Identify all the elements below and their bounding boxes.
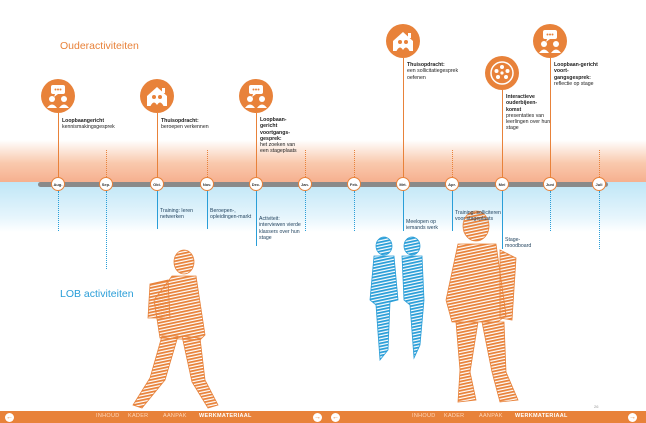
- silhouette-right: [445, 210, 519, 403]
- lob-activity-text: Meelopen op iemands werk: [406, 219, 439, 232]
- connector: [305, 150, 306, 177]
- lob-activity-text: Stage-moodboard: [505, 237, 532, 250]
- lob-heading: LOB activiteiten: [60, 288, 134, 300]
- connector: [106, 150, 107, 177]
- lob-activity-text: Activiteit: interviewen vierde klassers …: [259, 216, 301, 241]
- parent-activity-text: Loopbaan-gericht voort-gangsgesprek:refl…: [554, 62, 598, 87]
- month-marker: Mei: [495, 177, 509, 191]
- month-marker: Aug.: [51, 177, 65, 191]
- chat-people-icon: [533, 24, 567, 58]
- month-marker: Nov.: [200, 177, 214, 191]
- connector: [502, 191, 503, 249]
- connector: [550, 58, 551, 177]
- nav-werkmateriaal[interactable]: WERKMATERIAAL: [199, 413, 252, 419]
- lob-activity-text: Beroepen-, opleidingen-markt: [210, 208, 252, 221]
- nav-kader[interactable]: KADER: [444, 413, 465, 419]
- month-marker: Apr.: [445, 177, 459, 191]
- nav-kader[interactable]: KADER: [128, 413, 149, 419]
- month-marker: Mrt.: [396, 177, 410, 191]
- month-marker: Sep.: [99, 177, 113, 191]
- connector: [403, 58, 404, 177]
- connector: [403, 191, 404, 231]
- lob-activity-text: Training: solliciteren voor stageplaats: [455, 210, 501, 223]
- nav-inhoud[interactable]: INHOUD: [412, 413, 436, 419]
- connector: [256, 113, 257, 177]
- connector: [58, 191, 59, 231]
- page-number: 26: [594, 404, 599, 409]
- connector: [599, 191, 600, 249]
- nav-aanpak[interactable]: AANPAK: [479, 413, 503, 419]
- parent-activity-text: Thuisopdracht:beroepen verkennen: [161, 118, 209, 131]
- house-family-icon: [386, 24, 420, 58]
- connector: [599, 150, 600, 177]
- parent-activity-text: Thuisopdracht:een sollicitatiegesprek oe…: [407, 62, 459, 81]
- nav-aanpak[interactable]: AANPAK: [163, 413, 187, 419]
- next-arrow-icon[interactable]: →: [628, 412, 637, 422]
- connector: [354, 150, 355, 177]
- connector: [207, 191, 208, 229]
- connector: [157, 191, 158, 229]
- prev-arrow-icon[interactable]: ←: [331, 412, 340, 422]
- connector: [157, 113, 158, 177]
- month-marker: Feb.: [347, 177, 361, 191]
- connector: [58, 113, 59, 177]
- footer-bar: ← INHOUD KADER AANPAK WERKMATERIAAL → ← …: [0, 411, 646, 423]
- nav-inhoud[interactable]: INHOUD: [96, 413, 120, 419]
- silhouette-pair: [369, 236, 425, 362]
- next-arrow-icon[interactable]: →: [313, 412, 322, 422]
- month-marker: Juli: [592, 177, 606, 191]
- timeline-track: [38, 182, 608, 187]
- silhouette-left: [132, 249, 219, 409]
- connector: [256, 191, 257, 246]
- parent-activity-text: Loopbaan-gericht voortgangs-gesprek:het …: [260, 117, 297, 155]
- chat-people-icon: [239, 79, 273, 113]
- connector: [207, 150, 208, 177]
- connector: [106, 191, 107, 269]
- connector: [452, 191, 453, 231]
- connector: [452, 150, 453, 177]
- parent-heading: Ouderactiviteiten: [60, 40, 139, 52]
- chat-people-icon: [41, 79, 75, 113]
- nav-werkmateriaal[interactable]: WERKMATERIAAL: [515, 413, 568, 419]
- month-marker: Okt.: [150, 177, 164, 191]
- prev-arrow-icon[interactable]: ←: [5, 412, 14, 422]
- connector: [550, 191, 551, 231]
- group-circle-icon: [485, 56, 519, 90]
- connector: [305, 191, 306, 231]
- month-marker: Juni: [543, 177, 557, 191]
- house-family-icon: [140, 79, 174, 113]
- parent-band: [0, 140, 646, 182]
- month-marker: Jan.: [298, 177, 312, 191]
- lob-activity-text: Training: leren netwerken: [160, 208, 193, 221]
- connector: [502, 90, 503, 177]
- month-marker: Dec.: [249, 177, 263, 191]
- connector: [354, 191, 355, 231]
